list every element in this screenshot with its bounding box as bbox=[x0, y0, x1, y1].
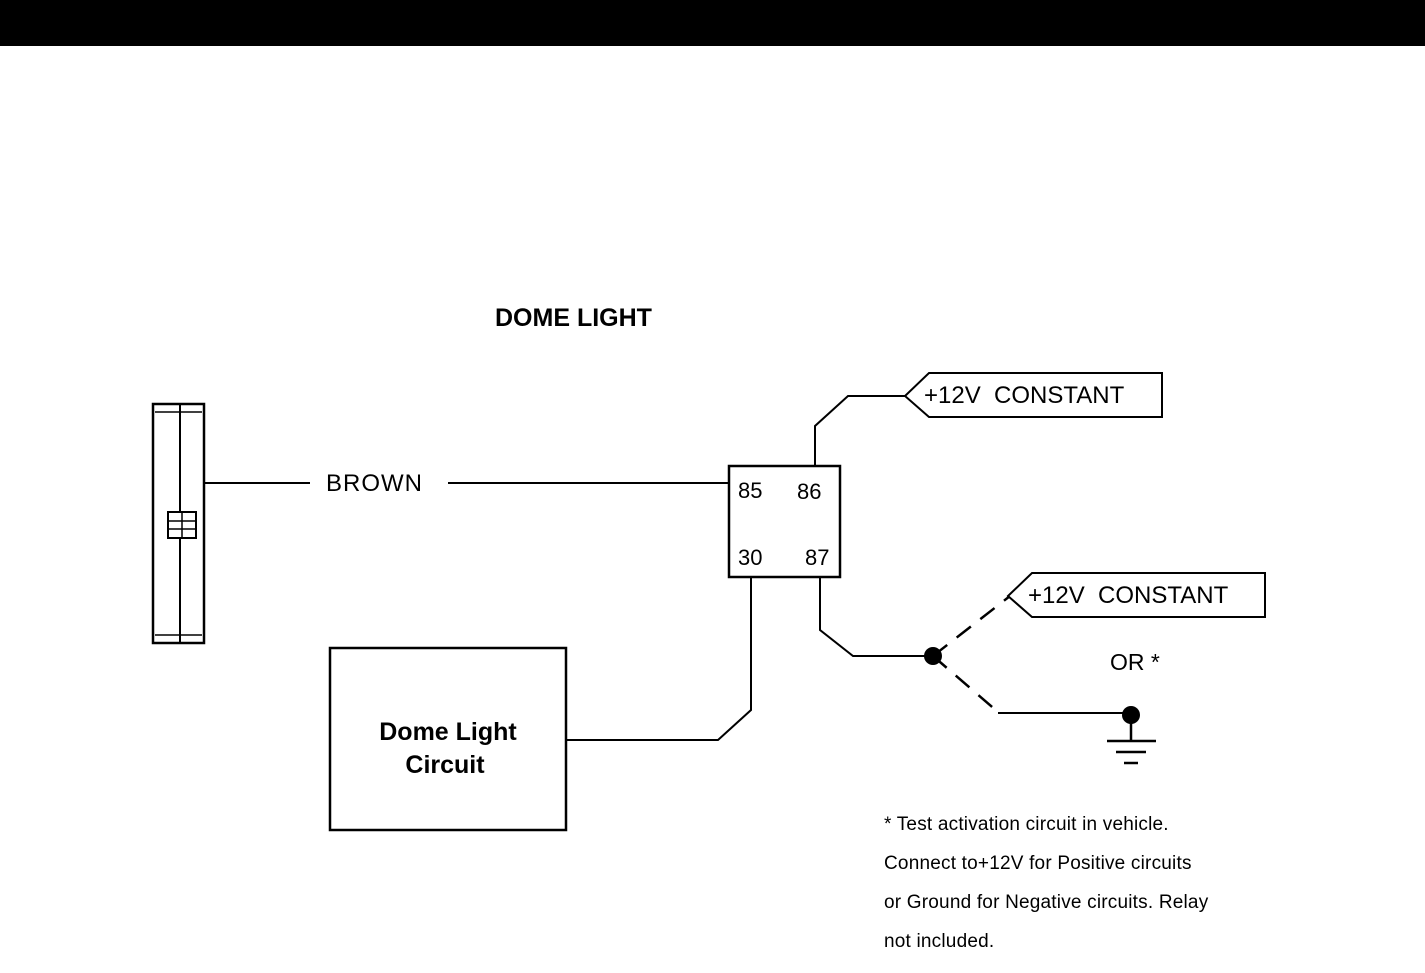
alarm-module bbox=[153, 404, 204, 643]
wire-86-to-power bbox=[815, 396, 905, 466]
circuit-box-line1: Dome Light bbox=[379, 718, 517, 746]
dashed-wire-to-ground bbox=[933, 656, 998, 712]
relay-pin-85: 85 bbox=[738, 478, 762, 503]
footnote-line: Connect to+12V for Positive circuits bbox=[884, 844, 1304, 883]
wire-87-to-junction bbox=[820, 577, 933, 656]
dashed-wire-to-power bbox=[933, 596, 1010, 656]
power-tag-bottom: +12V CONSTANT bbox=[1028, 582, 1229, 609]
wire-30-to-circuit bbox=[566, 577, 751, 740]
connector-icon bbox=[168, 512, 196, 538]
power-tag-top: +12V CONSTANT bbox=[924, 382, 1125, 409]
or-label: OR * bbox=[1110, 649, 1160, 675]
ground-icon bbox=[1107, 715, 1156, 763]
relay-pin-30: 30 bbox=[738, 545, 762, 570]
circuit-box-line2: Circuit bbox=[405, 751, 485, 779]
relay-pin-87: 87 bbox=[805, 545, 829, 570]
relay-pin-86: 86 bbox=[797, 479, 821, 504]
footnote-line: * Test activation circuit in vehicle. bbox=[884, 805, 1304, 844]
diagram-title: DOME LIGHT bbox=[495, 304, 652, 332]
footnote: * Test activation circuit in vehicle. Co… bbox=[884, 805, 1304, 961]
footnote-line: or Ground for Negative circuits. Relay bbox=[884, 883, 1304, 922]
wire-color-label: BROWN bbox=[326, 470, 423, 497]
footnote-line: not included. bbox=[884, 922, 1304, 961]
